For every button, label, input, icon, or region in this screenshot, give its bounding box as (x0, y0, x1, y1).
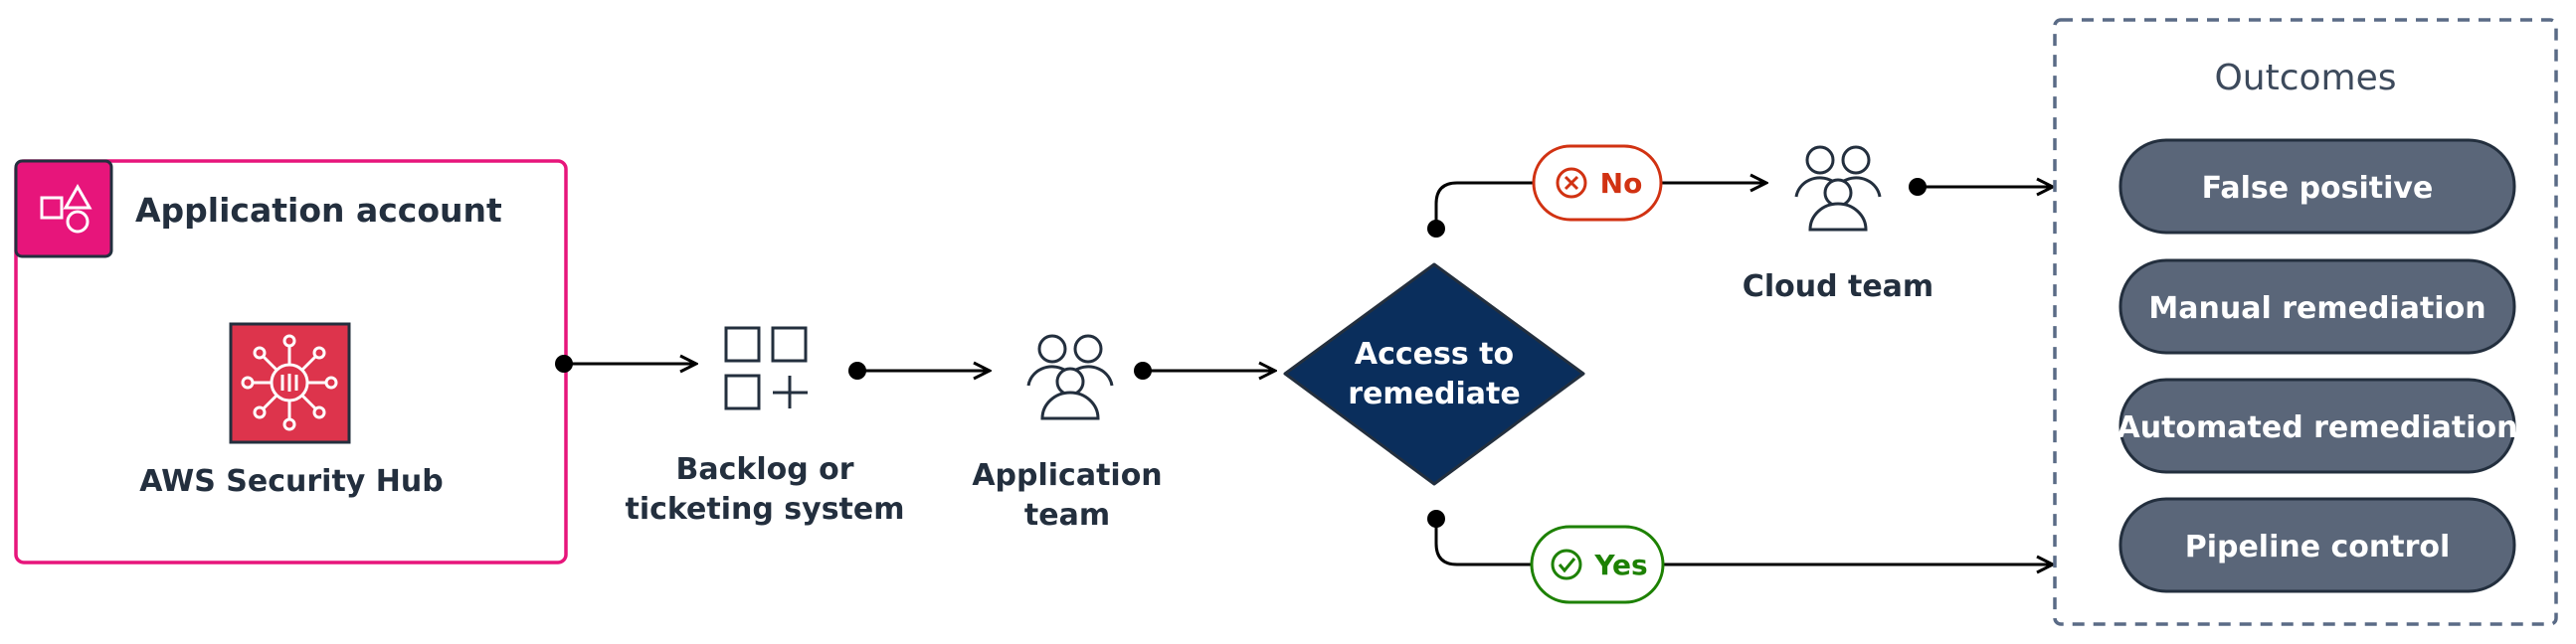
yes-check-icon (1551, 549, 1582, 580)
security-hub-label: AWS Security Hub (139, 464, 443, 499)
branch-yes-path (1427, 510, 2053, 564)
outcome-label: Manual remediation (2148, 291, 2485, 326)
outcome-label: Automated remediation (2117, 410, 2518, 445)
backlog-label-line1: Backlog or (675, 452, 853, 487)
outcome-label: Pipeline control (2185, 530, 2451, 564)
decision-label-line1: Access to (1355, 337, 1514, 372)
outcome-label: False positive (2202, 171, 2434, 206)
branch-yes-pill: Yes (1530, 525, 1665, 604)
branch-no-pill: No (1532, 144, 1663, 222)
account-group-icon (14, 159, 113, 258)
application-account-group: Application account (14, 159, 568, 564)
connector-app-team-to-decision (1134, 362, 1275, 380)
outcome-false-positive: False positive (2118, 138, 2516, 235)
connector-cloud-team-to-outcomes (1909, 178, 2053, 196)
backlog-label-line2: ticketing system (625, 492, 904, 527)
branch-no-path (1427, 183, 1766, 238)
outcomes-title: Outcomes (2214, 58, 2396, 98)
outcome-pipeline-control: Pipeline control (2118, 497, 2516, 593)
outcomes-dashed-border (2053, 18, 2558, 626)
application-account-title: Application account (135, 191, 502, 230)
connector-account-to-backlog (555, 355, 696, 373)
security-hub-icon (229, 322, 351, 444)
outcomes-group: Outcomes False positive Manual remediati… (2053, 18, 2558, 626)
application-team-icon (1026, 334, 1114, 420)
cloud-team-label: Cloud team (1743, 269, 1933, 304)
application-team-label-line1: Application (972, 458, 1162, 493)
cloud-team-icon (1794, 145, 1882, 232)
backlog-icon (724, 326, 808, 410)
decision-diamond: Access to remediate (1283, 262, 1585, 486)
branch-yes-label: Yes (1593, 549, 1647, 581)
outcome-manual-remediation: Manual remediation (2118, 258, 2516, 355)
branch-no-label: No (1600, 167, 1643, 200)
decision-label-line2: remediate (1348, 377, 1520, 411)
application-team-label-line2: team (1024, 498, 1110, 533)
outcome-automated-remediation: Automated remediation (2117, 378, 2518, 474)
connector-backlog-to-app-team (848, 362, 990, 380)
no-x-icon (1556, 167, 1587, 199)
